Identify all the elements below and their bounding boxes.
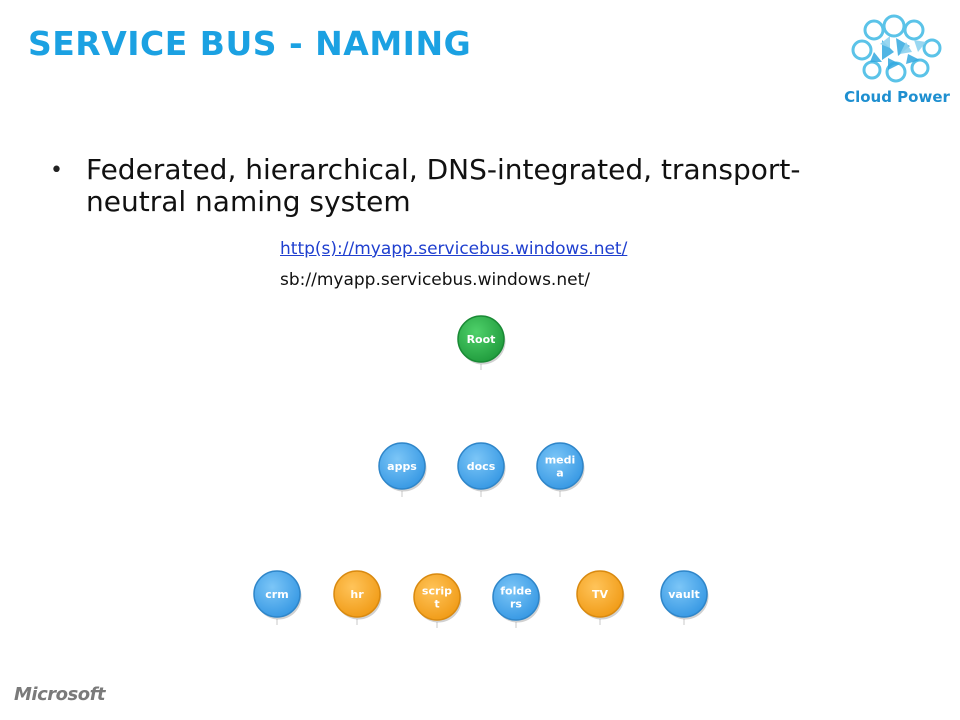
tree-node-apps-label: apps (387, 460, 417, 473)
tree-node-apps: apps (378, 442, 427, 497)
tree-node-hr-circle (333, 570, 381, 618)
cloud-power-logo: Cloud Power (844, 12, 950, 112)
microsoft-logo: Microsoft (14, 684, 106, 705)
cloud-power-icon (851, 14, 942, 83)
bullet-text: Federated, hierarchical, DNS-integrated,… (86, 153, 801, 218)
http-url-link[interactable]: http(s)://myapp.servicebus.windows.net/ (280, 239, 628, 259)
tree-node-docs: docs (457, 442, 506, 497)
tree-node-crm-label: crm (265, 588, 288, 601)
tree-node-script-label: t (434, 598, 439, 611)
tree-node-script-label: scrip (422, 585, 452, 598)
bullet-marker: • (50, 158, 63, 183)
tree-node-folders-label: folde (500, 585, 531, 598)
tree-node-root-label: Root (467, 333, 496, 346)
tree-node-folders-circle (492, 573, 540, 621)
tree-node-vault-label: vault (668, 588, 699, 601)
tree-node-vault: vault (660, 570, 709, 625)
logo-text: Cloud Power (844, 88, 950, 106)
tree-node-apps-circle (378, 442, 426, 490)
tree-node-root-circle (457, 315, 505, 363)
slide-title: SERVICE BUS - NAMING (28, 24, 472, 63)
tree-node-crm: crm (253, 570, 302, 625)
tree-node-media-label: a (556, 467, 563, 480)
tree-node-hr: hr (333, 570, 382, 625)
tree-node-media-circle (536, 442, 584, 490)
tree-node-hr-label: hr (350, 588, 364, 601)
tree-node-vault-circle (660, 570, 708, 618)
tree-node-tv-circle (576, 570, 624, 618)
tree-node-docs-label: docs (467, 460, 496, 473)
tree-node-tv: TV (576, 570, 625, 625)
tree-node-crm-circle (253, 570, 301, 618)
tree-node-tv-label: TV (592, 588, 609, 601)
sb-url-text: sb://myapp.servicebus.windows.net/ (280, 270, 590, 290)
tree-node-media-label: medi (545, 454, 576, 467)
tree-node-script-circle (413, 573, 461, 621)
tree-node-folders-label: rs (510, 598, 522, 611)
tree-node-root: Root (457, 315, 506, 370)
tree-node-docs-circle (457, 442, 505, 490)
